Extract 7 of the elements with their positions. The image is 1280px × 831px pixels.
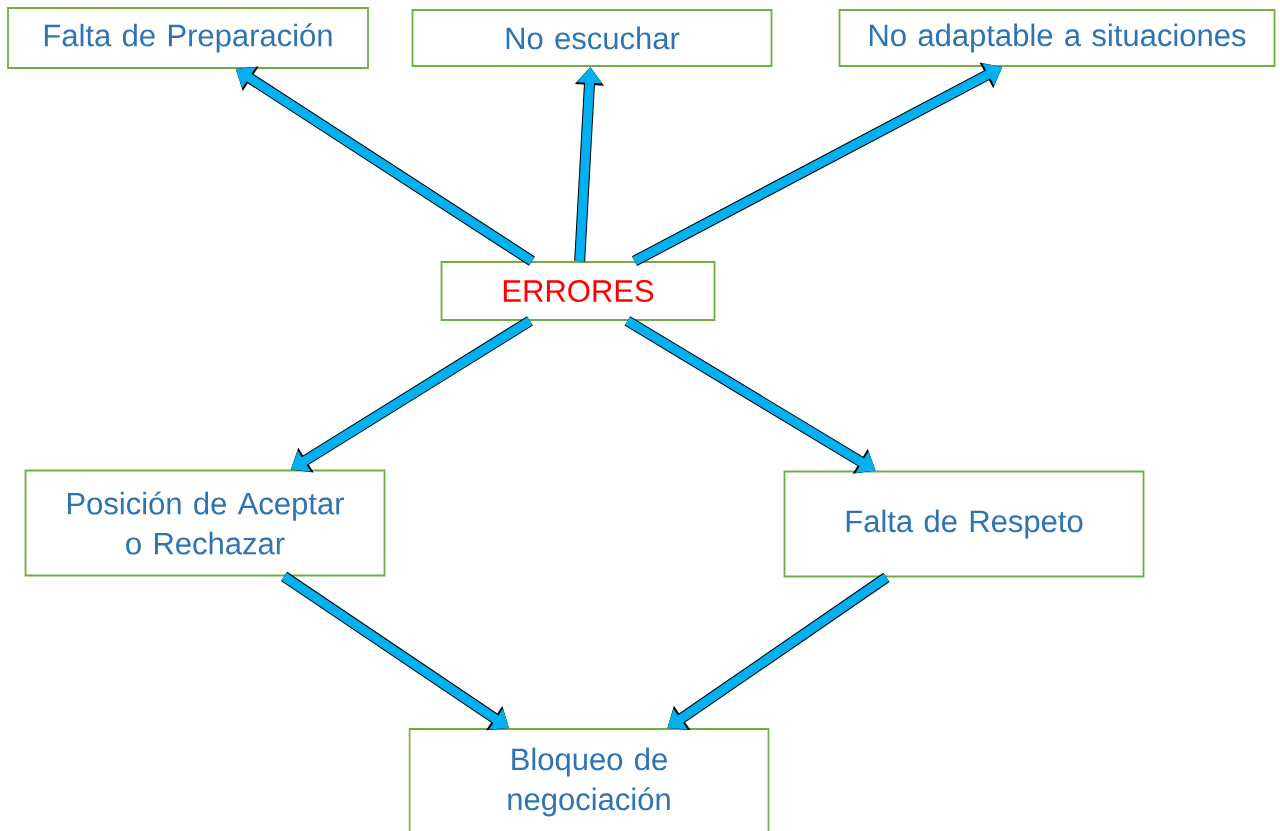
text-box: Posición de Aceptar o Rechazar [24, 469, 386, 577]
text-box: Falta de Respeto [783, 470, 1145, 578]
text-box: No escuchar [411, 9, 773, 67]
text-box: Falta de Preparación [7, 7, 369, 69]
text-box: No adaptable a situaciones [838, 9, 1276, 67]
text-box: Bloqueo de negociación [408, 728, 770, 831]
text-box: ERRORES [440, 261, 716, 321]
